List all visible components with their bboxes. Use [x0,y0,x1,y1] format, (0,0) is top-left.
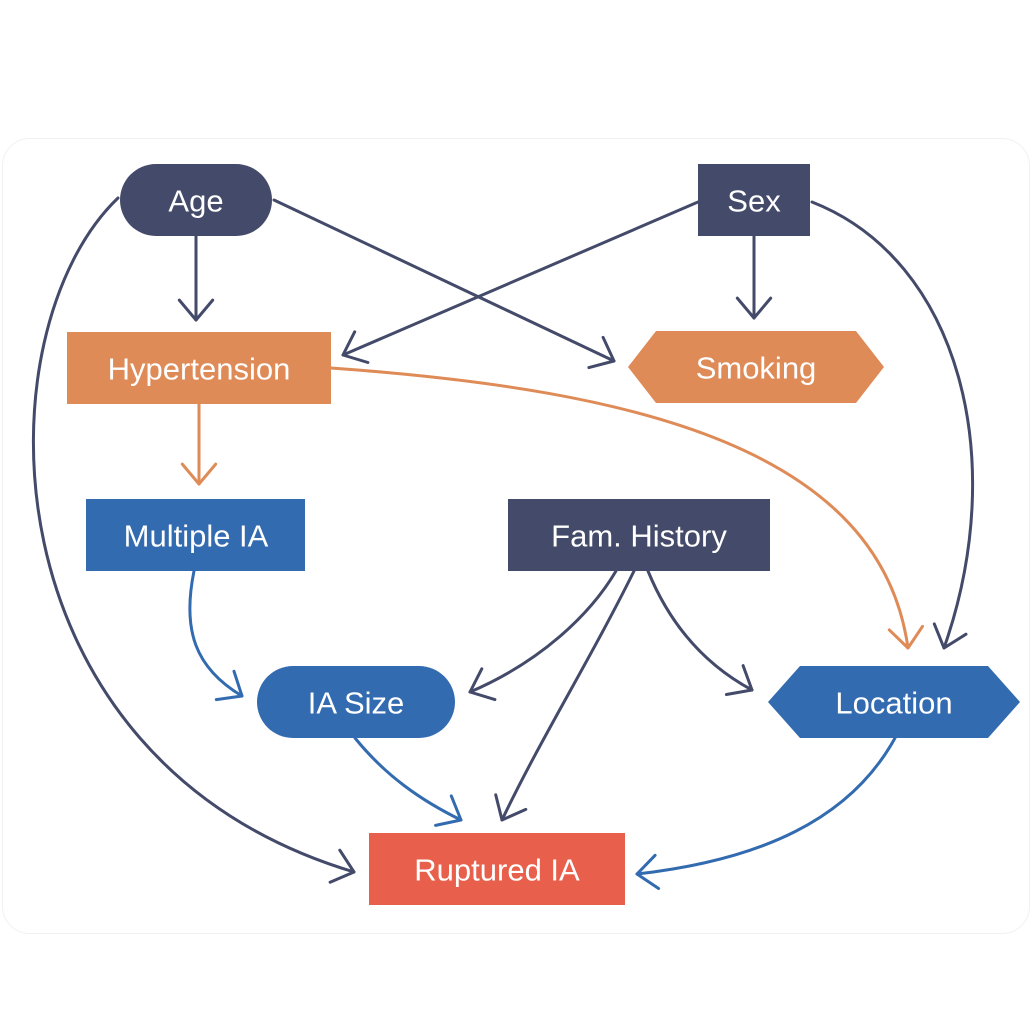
node-sex-shape [698,164,810,236]
edge-line [31,196,356,874]
node-age-label: Age [168,184,223,219]
node-location[interactable]: Location [768,666,1020,738]
arrowhead-icon [328,848,356,884]
edge-age-to-hypertension [177,234,215,322]
arrowhead-icon [587,335,616,370]
edge-line [810,200,975,650]
arrowhead-icon [468,667,497,702]
node-ruptured-ia[interactable]: Ruptured IA [369,833,625,905]
node-smoking[interactable]: Smoking [628,331,884,403]
node-ia-size[interactable]: IA Size [257,666,455,738]
edge-hypertension-to-multiple-ia [180,402,218,486]
node-ruptured-ia-label: Ruptured IA [414,853,580,888]
node-fam-history-label: Fam. History [551,519,727,554]
arrowhead-icon [635,853,661,890]
edge-multiple-ia-to-ia-size [188,569,244,702]
node-ia-size-shape [257,666,455,738]
edge-line [188,569,244,698]
edge-fam-history-to-ia-size [468,569,618,702]
node-hypertension[interactable]: Hypertension [67,332,331,404]
node-multiple-ia[interactable]: Multiple IA [86,499,305,571]
edge-fam-history-to-ruptured-ia [494,569,636,822]
edge-location-to-ruptured-ia [635,736,897,890]
node-sex-label: Sex [727,184,781,219]
edge-hypertension-to-location [329,366,924,650]
edge-sex-to-location [810,200,975,650]
node-hypertension-shape [67,332,331,404]
arrowhead-icon [494,793,528,822]
edge-line [353,736,463,822]
edge-ia-size-to-ruptured-ia [353,736,463,827]
node-fam-history-shape [508,499,770,571]
node-multiple-ia-shape [86,499,305,571]
edge-sex-to-hypertension [341,200,700,364]
node-smoking-label: Smoking [696,351,817,386]
node-ruptured-ia-shape [369,833,625,905]
arrowhead-icon [434,794,463,827]
edge-age-to-ruptured-ia [31,196,356,884]
edge-line [646,569,754,692]
edge-line [635,736,897,876]
arrowhead-icon [932,622,968,650]
edge-fam-history-to-location [646,569,754,696]
edge-line [329,366,910,650]
node-ia-size-label: IA Size [308,686,405,721]
node-fam-history[interactable]: Fam. History [508,499,770,571]
edge-age-to-smoking [272,198,616,370]
arrowhead-icon [341,330,370,364]
edge-line [341,200,700,357]
nodes-layer: Age Sex Hypertension Smoking Multiple IA… [67,164,1020,905]
node-age[interactable]: Age [120,164,272,236]
edge-line [272,198,616,363]
node-sex[interactable]: Sex [698,164,810,236]
edge-line [500,569,636,822]
node-multiple-ia-label: Multiple IA [124,519,269,554]
arrowhead-icon [214,669,244,702]
arrowhead-icon [887,624,924,650]
node-location-label: Location [835,686,952,721]
node-hypertension-label: Hypertension [108,352,291,387]
node-smoking-shape [628,331,884,403]
node-age-shape [120,164,272,236]
edge-line [468,569,618,694]
arrowhead-icon [724,664,754,696]
arrowhead-icon [180,462,218,486]
node-location-shape [768,666,1020,738]
edges-layer [31,196,975,890]
arrowhead-icon [735,296,773,320]
arrowhead-icon [177,298,215,322]
edge-sex-to-smoking [735,234,773,320]
